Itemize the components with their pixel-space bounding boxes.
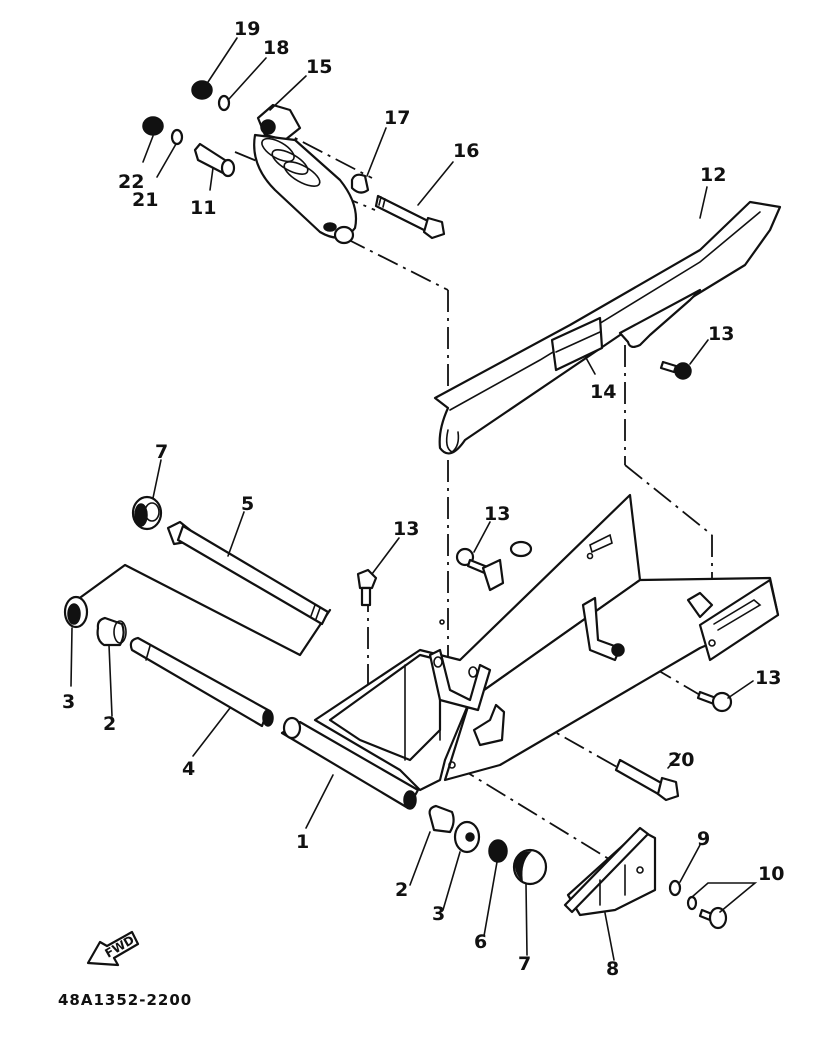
swingarm <box>280 493 780 810</box>
collar-11 <box>193 142 236 178</box>
callout-17: 17 <box>384 107 410 129</box>
callout-15: 15 <box>306 56 332 78</box>
callout-21: 21 <box>132 189 158 211</box>
callout-16: 16 <box>453 140 479 162</box>
nut-19 <box>191 80 213 100</box>
callout-11: 11 <box>190 197 216 219</box>
bolt-13-top <box>356 568 378 607</box>
shock-absorber <box>253 103 358 245</box>
forward-direction-arrow: FWD <box>86 930 140 967</box>
callout-18: 18 <box>263 37 289 59</box>
callout-13-case: 13 <box>708 323 734 345</box>
washer-10 <box>686 895 698 911</box>
collar-17 <box>350 173 370 194</box>
callout-14: 14 <box>590 381 616 403</box>
catalog-code: 48A1352-2200 <box>58 991 192 1009</box>
seal-3-left <box>63 595 89 629</box>
screw-10 <box>698 906 728 930</box>
chain-case <box>433 200 782 455</box>
callout-5: 5 <box>241 493 254 515</box>
callout-3-left: 3 <box>62 691 75 713</box>
callout-1: 1 <box>296 831 309 853</box>
washer-9 <box>668 879 682 897</box>
nut-22 <box>142 116 164 136</box>
bushing-2-left <box>96 616 127 647</box>
pivot-shaft-5 <box>166 520 330 626</box>
washer-18 <box>217 94 231 112</box>
callout-7-left: 7 <box>155 441 168 463</box>
callout-10: 10 <box>758 863 784 885</box>
seal-7-left <box>131 495 163 531</box>
bolt-13-mid <box>455 547 505 592</box>
callout-4: 4 <box>182 758 195 780</box>
cap-7-right <box>512 848 548 886</box>
bushing-2-right <box>428 804 455 834</box>
callout-22: 22 <box>118 171 144 193</box>
callout-13-top: 13 <box>393 518 419 540</box>
bolt-13-right <box>696 690 733 713</box>
callout-20: 20 <box>668 749 694 771</box>
callout-2-left: 2 <box>103 713 116 735</box>
callout-2-right: 2 <box>395 879 408 901</box>
bolt-20 <box>614 758 680 802</box>
callout-12: 12 <box>700 164 726 186</box>
callout-6: 6 <box>474 931 487 953</box>
callouts: 19 18 15 22 21 11 17 16 12 13 14 7 5 13 … <box>62 18 784 980</box>
washer-21 <box>170 128 184 146</box>
callout-8: 8 <box>606 958 619 980</box>
leader-lines <box>70 37 758 961</box>
seal-3-right <box>453 820 481 854</box>
callout-13-right: 13 <box>755 667 781 689</box>
nut-6 <box>488 839 508 863</box>
collar-4 <box>129 636 274 728</box>
callout-9: 9 <box>697 828 710 850</box>
fwd-label: FWD <box>103 933 137 961</box>
callout-3-right: 3 <box>432 903 445 925</box>
bolt-16 <box>374 194 446 240</box>
callout-7-right: 7 <box>518 953 531 975</box>
bolt-13-case <box>659 360 692 380</box>
chain-guide <box>563 826 657 917</box>
callout-13-mid: 13 <box>484 503 510 525</box>
callout-19: 19 <box>234 18 260 40</box>
